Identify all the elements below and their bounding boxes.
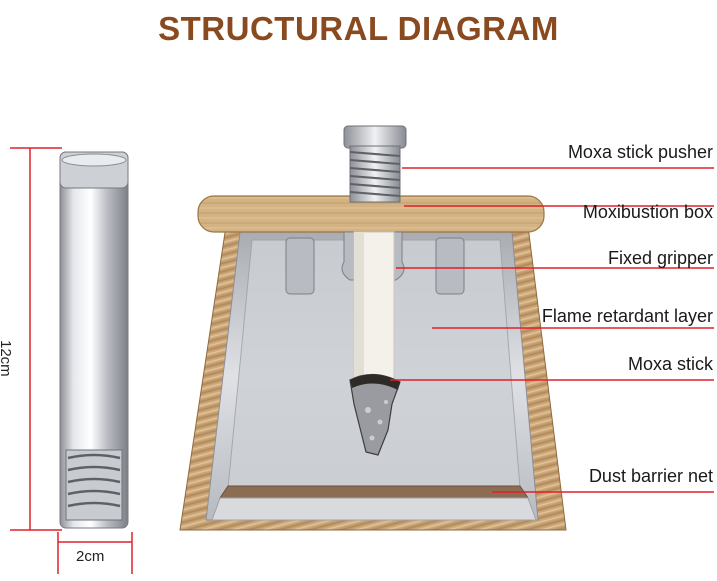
width-dimension-label: 2cm (76, 548, 105, 565)
moxa-stick-pusher (343, 125, 407, 203)
label-moxa-stick-pusher: Moxa stick pusher (567, 142, 713, 162)
leader-lines (390, 167, 714, 493)
height-dimension (10, 147, 62, 531)
moxa-stick (349, 231, 401, 456)
fixed-gripper (285, 231, 465, 295)
label-moxa-stick: Moxa stick (627, 354, 713, 374)
height-dimension-label: 12cm (0, 340, 14, 377)
label-dust-barrier-net: Dust barrier net (588, 466, 713, 486)
dust-barrier-net (219, 485, 529, 499)
moxa-tube (59, 151, 129, 529)
label-moxibustion-box: Moxibustion box (582, 202, 713, 222)
diagram-title: STRUCTURAL DIAGRAM (158, 10, 559, 47)
label-flame-retardant-layer: Flame retardant layer (541, 306, 713, 326)
label-fixed-gripper: Fixed gripper (607, 248, 713, 268)
width-dimension (57, 532, 133, 574)
